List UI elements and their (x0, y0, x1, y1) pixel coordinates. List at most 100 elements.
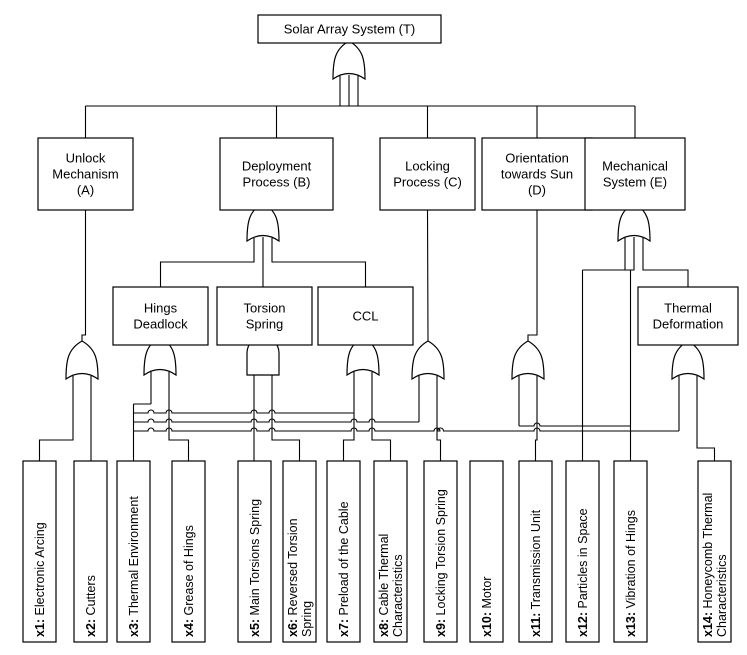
basic-event-label: x10: Motor (480, 577, 494, 637)
or-gate-t (332, 40, 366, 81)
or-gate-a (65, 340, 99, 381)
basic-event-label: x8: Cable Thermal (377, 534, 391, 637)
basic-event-text: Characteristics (715, 554, 729, 637)
basic-event-label: x9: Locking Torsion Spring (434, 489, 448, 637)
basic-event-label: x13: Vibration of Hings (624, 510, 638, 637)
basic-event-x1: x1: Electronic Arcing (22, 460, 57, 643)
basic-event-text: Spring (300, 601, 314, 637)
basic-event-label: x2: Cutters (84, 575, 98, 637)
event-torsion-frame (216, 286, 313, 346)
basic-event-frame (373, 460, 408, 643)
basic-event-text: Vibration of Hings (624, 510, 638, 612)
connector-line (271, 372, 301, 461)
basic-event-x9: x9: Locking Torsion Spring (423, 460, 458, 643)
basic-event-text: Honeycomb Thermal (701, 493, 715, 612)
bus-line (519, 422, 631, 427)
or-gate-ccl (346, 336, 380, 377)
subsystem-e-label-line: System (E) (603, 175, 667, 190)
connector-line (534, 376, 538, 461)
basic-event-code: x11: (529, 613, 543, 637)
subsystem-b-frame (219, 137, 334, 211)
bus-line (133, 427, 679, 432)
basic-event-x3: x3: Thermal Environment (116, 460, 151, 643)
basic-event-text: Cable Thermal (377, 534, 391, 619)
top-event: Solar Array System (T) (257, 14, 442, 44)
subsystem-a-label-line: (A) (77, 183, 94, 198)
basic-event-code: x10: (480, 612, 494, 637)
or-gate-e (617, 202, 651, 243)
or-gate-c (411, 340, 445, 381)
bus-line (133, 418, 419, 423)
connector-line (271, 238, 367, 287)
or-gate-d (511, 340, 545, 381)
connector-line (168, 372, 190, 461)
or-gate-thermal (671, 340, 705, 381)
or-gate-b (246, 202, 280, 243)
basic-event-frame (326, 460, 361, 643)
subsystem-c-label-line: Locking (405, 159, 450, 174)
event-thermal-frame (637, 286, 739, 346)
or-gate-hings (143, 336, 177, 377)
basic-event-frame (73, 460, 108, 643)
subsystem-d-frame (481, 137, 593, 211)
connector-line (342, 372, 355, 461)
basic-event-frame (116, 460, 151, 643)
basic-event-text: Locking Torsion Spring (434, 489, 448, 619)
bus-line (133, 409, 354, 414)
logic-gates (65, 40, 705, 381)
basic-event-code: x14: (701, 612, 715, 637)
event-hings-label-line: Deadlock (133, 317, 188, 332)
basic-event-frame (565, 460, 600, 643)
subsystem-e-label-line: Mechanical (602, 159, 668, 174)
subsystem-c-frame (379, 137, 476, 211)
basic-event-label: Characteristics (715, 554, 729, 637)
event-torsion-label-line: Torsion (244, 301, 286, 316)
basic-event-text: Reversed Torsion (286, 518, 300, 619)
connector-line (371, 372, 392, 461)
basic-event-text: Particles in Space (576, 508, 590, 612)
event-thermal-label-line: Thermal (664, 301, 712, 316)
event-hings-frame (112, 286, 209, 346)
subsystem-e-frame (584, 137, 686, 211)
event-ccl-label-line: CCL (352, 309, 378, 324)
event-boxes: Solar Array System (T) UnlockMechanism(A)… (22, 14, 739, 643)
event-ccl: CCL (317, 286, 414, 346)
basic-event-code: x6: (286, 619, 300, 637)
basic-event-text: Grease of Hings (182, 525, 196, 619)
basic-event-label: x5: Main Torsions Spring (248, 499, 262, 637)
subsystem-a-label-line: Unlock (66, 151, 106, 166)
basic-event-code: x5: (248, 619, 262, 637)
subsystem-a-label-line: Mechanism (52, 167, 118, 182)
basic-event-frame (22, 460, 57, 643)
basic-event-text: Preload of the Cable (337, 501, 351, 618)
basic-event-code: x12: (576, 612, 590, 637)
connector-line (426, 209, 429, 342)
basic-event-frame (237, 460, 272, 643)
basic-event-x10: x10: Motor (469, 460, 504, 643)
basic-event-frame (171, 460, 206, 643)
connector-line (159, 238, 255, 287)
basic-event-x2: x2: Cutters (73, 460, 108, 643)
connector-line (642, 238, 689, 287)
basic-event-frame (697, 460, 732, 643)
basic-event-label: Spring (300, 601, 314, 637)
basic-event-code: x7: (337, 619, 351, 637)
basic-event-label: x6: Reversed Torsion (286, 518, 300, 637)
subsystem-b-label-line: Deployment (242, 159, 312, 174)
top-event-frame (257, 14, 442, 44)
basic-event-frame (518, 460, 553, 643)
connector-line (81, 210, 87, 341)
connector-line (582, 237, 635, 271)
subsystem-b-label-line: Process (B) (243, 175, 311, 190)
subsystem-d-label-line: (D) (528, 183, 546, 198)
subsystem-d-label-line: Orientation (505, 151, 569, 166)
